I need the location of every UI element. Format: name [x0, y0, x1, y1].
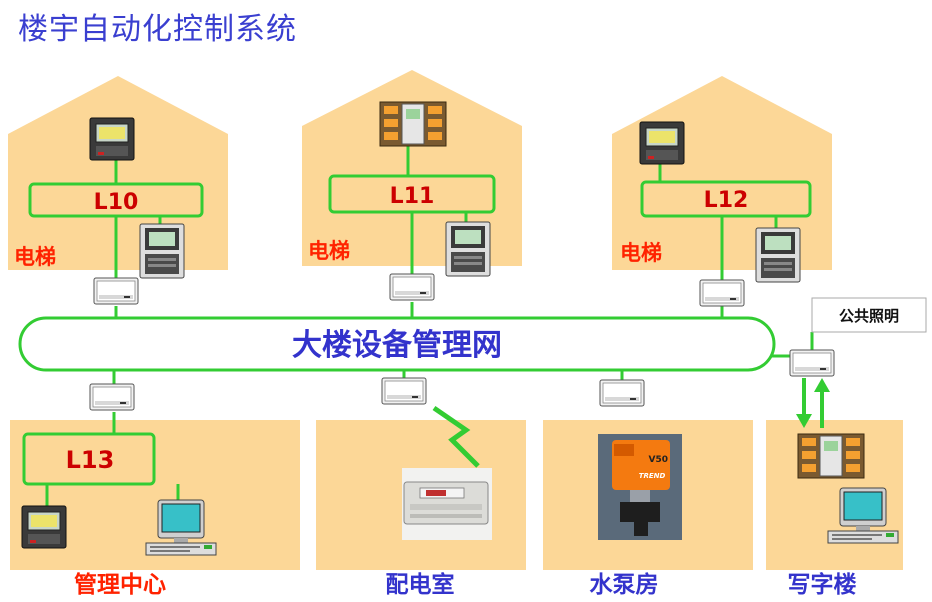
room-label-mgmt: 管理中心 — [74, 571, 166, 598]
cabinet-controller-icon — [445, 221, 491, 277]
controller-label-L13: L13 — [66, 446, 115, 474]
controller-label-L10: L10 — [94, 190, 139, 215]
bidirectional-arrows-icon — [796, 378, 830, 428]
controller-box-L12 — [640, 180, 812, 218]
room-label-power: 配电室 — [386, 571, 455, 598]
controller-label-L11: L11 — [390, 184, 435, 209]
cabinet-controller-icon — [755, 227, 801, 283]
public-lighting-label: 公共照明 — [839, 307, 899, 325]
network-bus — [18, 316, 776, 372]
outstation-rack-icon — [379, 101, 447, 147]
network-module-icon — [93, 277, 139, 305]
page-title: 楼宇自动化控制系统 — [18, 12, 297, 47]
room-label-office: 写字楼 — [788, 571, 857, 598]
network-module-icon — [389, 273, 435, 301]
terminal-icon — [89, 117, 135, 161]
controller-box-L11 — [328, 174, 496, 214]
public-lighting-box — [811, 297, 927, 333]
elevator-label: 电梯 — [14, 245, 56, 269]
network-module-icon — [789, 349, 835, 377]
terminal-icon — [21, 505, 67, 549]
elevator-label: 电梯 — [620, 241, 662, 265]
room-label-pump: 水泵房 — [590, 571, 659, 598]
network-module-icon — [381, 377, 427, 405]
wireless-link-icon — [432, 405, 480, 468]
network-module-icon — [699, 279, 745, 307]
power-meter-photo — [402, 468, 492, 540]
network-module-icon — [599, 379, 645, 407]
outstation-rack-icon — [797, 433, 865, 479]
cabinet-controller-icon — [139, 223, 185, 279]
building-1-shape — [8, 76, 228, 270]
controller-box-L10 — [28, 182, 204, 218]
valve-brand-text: TREND — [639, 472, 666, 480]
terminal-icon — [639, 121, 685, 165]
building-1 — [8, 76, 228, 270]
valve-model-text: V50 — [649, 455, 669, 465]
controller-label-L12: L12 — [704, 188, 749, 213]
valve-actuator-photo: V50 TREND — [598, 434, 682, 540]
controller-box-L13 — [22, 432, 156, 486]
network-module-icon — [89, 383, 135, 411]
elevator-label: 电梯 — [308, 239, 350, 263]
network-label: 大楼设备管理网 — [292, 328, 502, 363]
